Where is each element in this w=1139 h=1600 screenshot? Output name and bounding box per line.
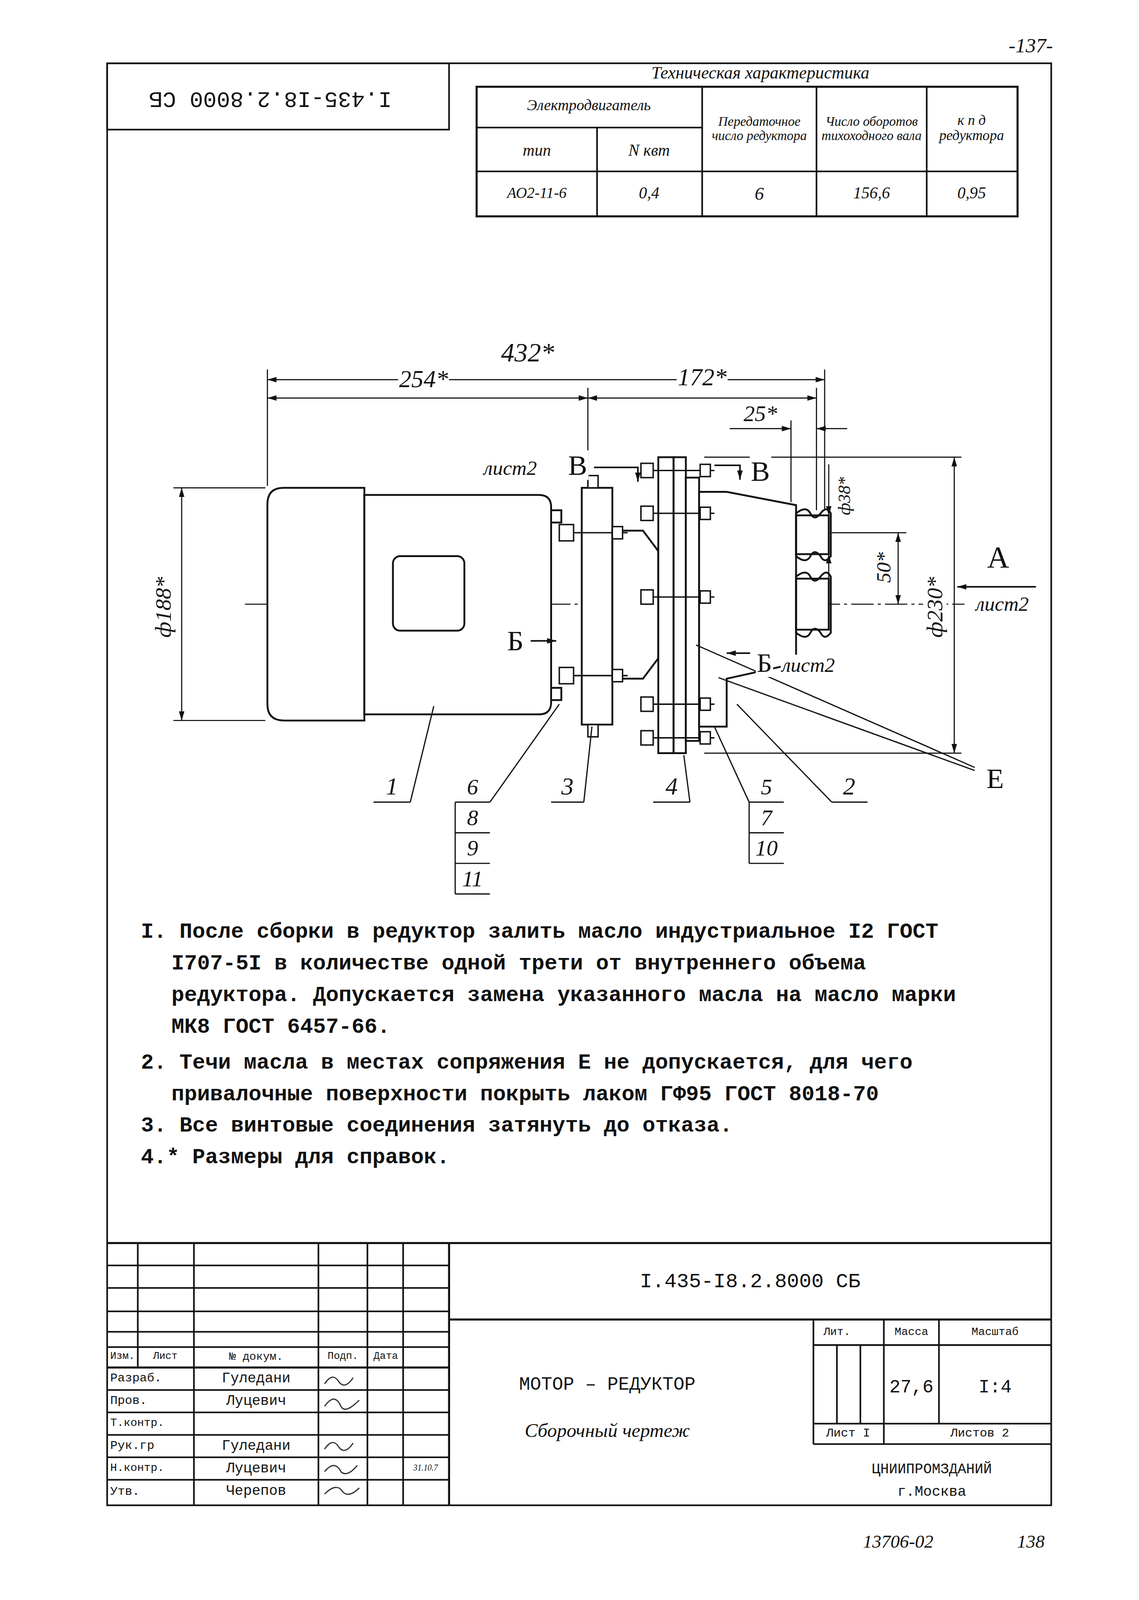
title-block-field: Лист [152, 1352, 179, 1363]
title-block-field: Рук.гр [109, 1439, 156, 1453]
callout-number: 8 [465, 805, 480, 829]
frame [107, 63, 1052, 1506]
title-block-field: Разраб. [109, 1372, 163, 1386]
table-header: тип [521, 142, 553, 160]
dimension: 254* [398, 366, 450, 393]
title-block-field: Дата [372, 1352, 400, 1363]
callout-number: 9 [465, 836, 480, 860]
title-block-field: Утв. [109, 1485, 141, 1499]
date: 31.10.7 [412, 1464, 440, 1473]
title-block-field: № докум. [228, 1351, 285, 1364]
person-name: Гуледани [220, 1371, 292, 1387]
person-name: Гуледани [220, 1438, 292, 1455]
table-cell: АО2-11-6 [506, 186, 568, 203]
dimension-lines [173, 369, 962, 754]
table-heading: Техническая характеристика [650, 64, 871, 83]
dimension: ф38* [835, 475, 855, 517]
callout-number: 6 [465, 775, 480, 799]
note: I. После сборки в редуктор залить масло … [140, 916, 990, 1044]
sheet-reference: лист2 [974, 593, 1030, 615]
table-header: к п д редуктора [927, 113, 1016, 144]
dimension: 172* [676, 364, 728, 391]
callout-number: 5 [759, 775, 773, 799]
seal-letter: Е [985, 763, 1005, 794]
title-block-field: Подп. [326, 1352, 360, 1363]
motor [267, 487, 562, 721]
person-name: Луцевич [225, 1393, 288, 1410]
title-block-field: Лит. [822, 1326, 852, 1339]
note: 2. Течи масла в местах сопряжения Е не д… [140, 1047, 990, 1111]
section-letter: Б [506, 625, 525, 656]
drawing-title: МОТОР – РЕДУКТОР [518, 1375, 697, 1395]
reducer [581, 457, 831, 754]
archive-number: 13706-02 [862, 1532, 935, 1552]
section-letter: В [567, 450, 589, 481]
title-block-field: Т.контр. [109, 1417, 166, 1430]
page-number: -137- [1007, 35, 1055, 57]
signature-scribbles [324, 1377, 360, 1495]
dimension: ф230* [923, 575, 947, 639]
note: 4.* Размеры для справок. [140, 1142, 990, 1174]
drawing-type: Сборочный чертеж [523, 1420, 691, 1441]
callout-number: 11 [461, 867, 485, 891]
title-block-field: Масса [893, 1326, 930, 1339]
table-cell: 6 [753, 184, 765, 204]
callout-number: 2 [841, 773, 857, 800]
bolts [559, 463, 715, 745]
person-name: Луцевич [225, 1460, 288, 1477]
section-letter: Б [755, 649, 774, 678]
archive-sheet: 138 [1015, 1532, 1046, 1552]
table-cell: 0,95 [956, 185, 987, 203]
dimension: 50* [873, 551, 895, 584]
note: 3. Все винтовые соединения затянуть до о… [140, 1110, 990, 1143]
mass-value: 27,6 [888, 1378, 935, 1398]
drawing-code: I.435-I8.2.8000 СБ [638, 1271, 862, 1293]
person-name: Черепов [225, 1483, 288, 1499]
drawing-code: I.435-I8.2.8000 СБ [148, 86, 394, 110]
table-header: Электродвигатель [525, 98, 652, 115]
callout-number: 4 [664, 773, 679, 800]
table-header: Число оборотов тихоходного вала [817, 114, 926, 143]
city: г.Москва [896, 1484, 968, 1500]
table-header: N квт [627, 142, 671, 160]
title-block-field: Пров. [109, 1394, 148, 1408]
sheet-count: Листов 2 [949, 1427, 1010, 1441]
scale-value: I:4 [977, 1378, 1013, 1398]
view-letter: А [986, 541, 1011, 574]
sheet-number: Лист I [824, 1427, 871, 1441]
sheet-reference: лист2 [780, 654, 836, 677]
section-letter: В [749, 456, 772, 487]
organisation: ЦНИИПРОМЗДАНИЙ [870, 1462, 993, 1478]
callout-number: 10 [754, 836, 779, 860]
leader-lines [373, 644, 975, 894]
dimension: 25* [742, 401, 779, 425]
section-marks [530, 465, 1037, 654]
title-block-field: Изм. [109, 1352, 136, 1363]
title-block-field: Н.контр. [109, 1462, 166, 1475]
title-block-field: Масштаб [970, 1326, 1020, 1339]
table-cell: 156,6 [852, 185, 891, 203]
callout-number: 1 [384, 773, 400, 800]
sheet-reference: лист2 [482, 457, 538, 480]
callout-number: 3 [560, 773, 575, 800]
table-cell: 0,4 [637, 185, 661, 203]
dimension: 432* [500, 339, 556, 368]
callout-number: 7 [759, 805, 773, 829]
dimension: ф188* [151, 575, 175, 639]
table-header: Передаточное число редуктора [705, 114, 814, 143]
